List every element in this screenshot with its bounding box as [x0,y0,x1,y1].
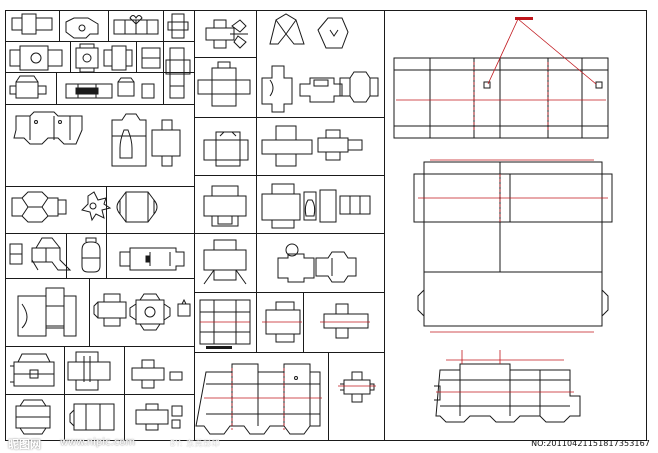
dieline-cell [203,131,249,167]
dieline-cell [277,243,357,283]
dieline-cell [69,403,115,431]
dieline-cell [17,287,77,337]
dieline-cell [317,17,349,49]
dieline-cell [117,77,155,99]
dieline-cell [11,13,53,35]
dieline-cell [9,75,47,99]
dieline-cell [195,363,321,435]
grid-lines [5,10,647,441]
dieline-cell [197,61,251,107]
dieline-cell [15,399,51,435]
dieline-cell [230,19,248,49]
dieline-cell [303,189,371,223]
dieline-cell [339,71,379,103]
dieline-cell [31,237,72,271]
dieline-cell [261,183,301,229]
dieline-cell [261,125,313,167]
dieline-cell [167,13,189,39]
callout-tab [515,17,533,20]
dieline-cell [203,239,247,285]
box-dieline-top [393,57,609,139]
dieline-cell [177,298,191,317]
dieline-cell [9,45,63,71]
dieline-cell [103,45,133,71]
dieline-cell [323,303,369,339]
dieline-cell [113,15,159,35]
dieline-cell [261,65,293,113]
scale-bar [206,346,232,349]
dieline-cell [11,191,67,223]
dieline-cell [81,191,112,222]
dieline-cell [75,43,99,73]
dieline-cell [141,47,161,69]
dieline-cell [111,113,147,167]
dieline-cell [165,47,191,99]
dieline-cell [67,351,111,391]
watermark-logo: 昵图网 [8,438,41,451]
dieline-cell [65,17,99,39]
dieline-cell [135,403,183,431]
box-dieline-bottom [434,363,581,423]
dieline-cell [81,237,101,273]
dieline-cell [269,13,305,45]
dieline-cell [203,185,247,227]
dieline-cell [119,247,185,271]
dieline-cell [129,293,171,331]
dieline-cell [13,111,83,145]
dieline-cell [265,301,301,343]
dieline-cell [116,191,158,223]
dieline-cell [9,243,23,265]
dimension-lines [200,18,608,430]
dieline-cell [299,77,343,103]
dieline-cell [131,359,183,389]
box-dieline-middle [413,161,613,327]
dieline-cell [340,371,375,403]
image-id-label: NO:20110421151817353167 [531,439,650,448]
dieline-cell [65,83,113,99]
dieline-cell [10,353,55,387]
dieline-cell [151,119,181,167]
dieline-cell [93,293,127,327]
watermark-site: www.nipic.com [60,437,136,448]
dieline-cell [317,129,363,161]
dieline-cell [205,19,235,49]
watermark-user: BY: 东莞彩印 [170,439,221,448]
